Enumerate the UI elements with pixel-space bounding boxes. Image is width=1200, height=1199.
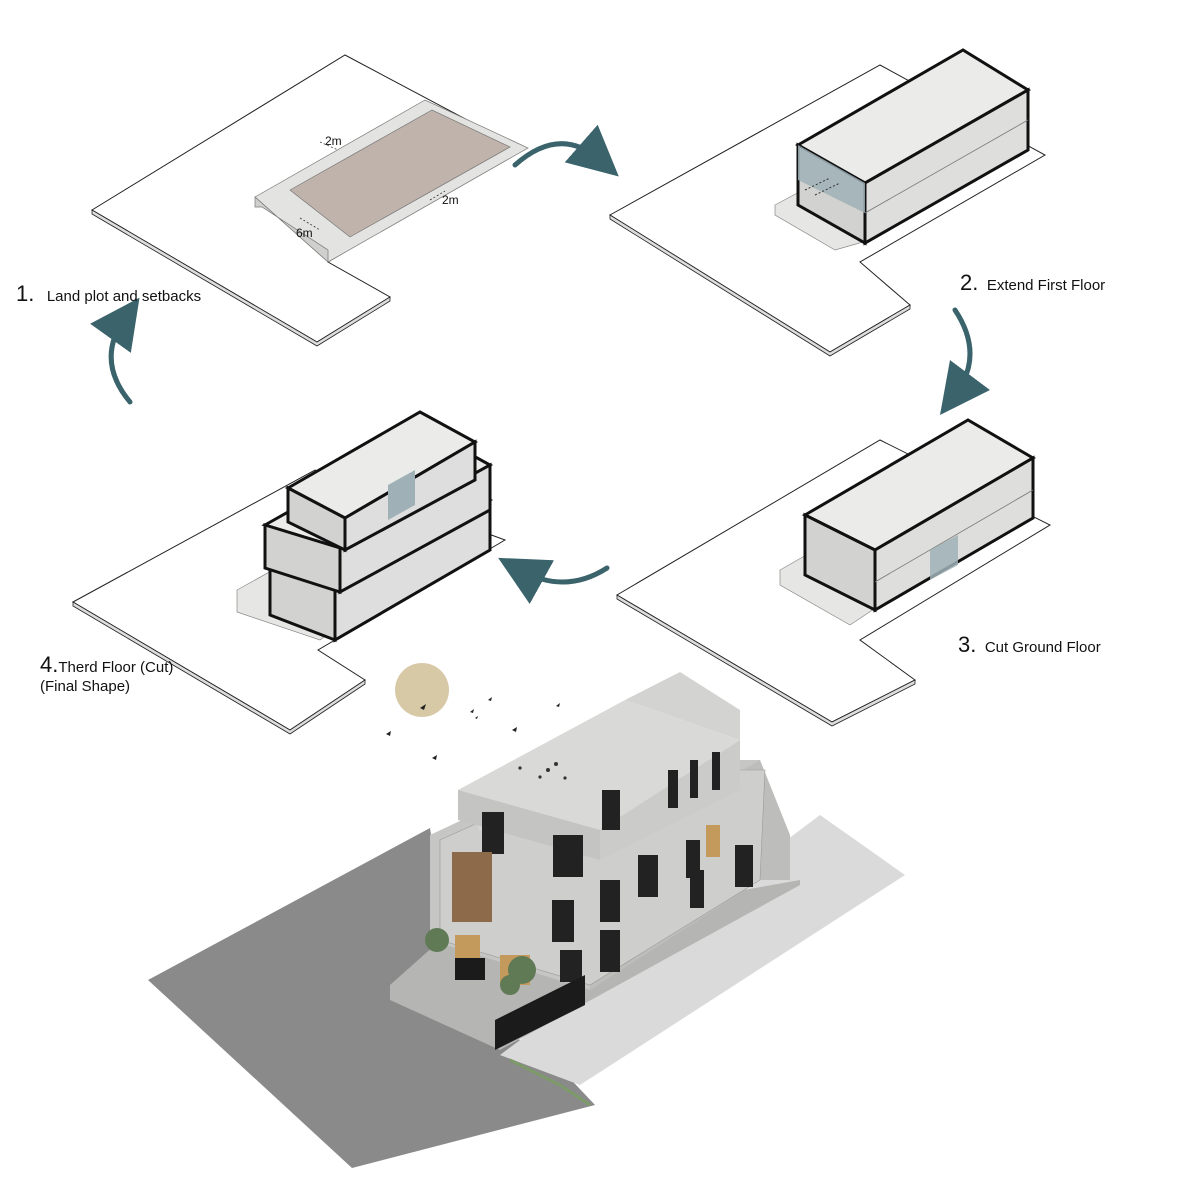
- road: [148, 828, 595, 1168]
- step-4-label: 4.Therd Floor (Cut): [40, 652, 173, 678]
- land-plot-thickness: [91, 209, 391, 347]
- cycle-arrows: [90, 124, 990, 604]
- cycle-arrow-icon: [90, 297, 140, 405]
- final-building-render: [148, 672, 905, 1168]
- step-1-plot-diagram: [91, 54, 529, 347]
- dimension-label-front: 6m: [296, 226, 313, 240]
- step-number: 4.: [40, 652, 59, 677]
- bird-icon: [518, 762, 567, 780]
- dimension-label-right: 2m: [442, 193, 459, 207]
- step-number: 2.: [960, 270, 979, 295]
- cycle-arrow-icon: [498, 557, 610, 604]
- dimension-label-top: 2m: [325, 134, 342, 148]
- cycle-arrow-icon: [940, 307, 990, 416]
- windows: [482, 752, 753, 982]
- step-2-diagram: [609, 48, 1047, 357]
- tree-icon: [425, 928, 536, 995]
- step-1-label: 1. Land plot and setbacks: [16, 281, 201, 307]
- building-shadow: [500, 815, 905, 1085]
- wood-screen: [452, 852, 492, 922]
- setback-edge: [254, 196, 329, 263]
- sun-icon: [395, 663, 449, 717]
- cut-glass: [388, 470, 415, 520]
- bird-icon: [386, 697, 560, 760]
- step-2-label: 2. Extend First Floor: [960, 270, 1105, 296]
- wood-panel: [706, 825, 720, 857]
- step-4-diagram: [71, 410, 507, 735]
- block-front: [803, 512, 877, 613]
- step-text: Therd Floor (Cut): [58, 659, 174, 676]
- buildable-area: [289, 109, 511, 238]
- step-text: Land plot and setbacks: [46, 288, 202, 305]
- extension-glass: [798, 145, 865, 213]
- grass-strip: [509, 1058, 591, 1107]
- cut-glass: [930, 535, 958, 580]
- step-number: 3.: [958, 632, 977, 657]
- step-text: Extend First Floor: [986, 277, 1106, 294]
- step-text: Cut Ground Floor: [984, 639, 1101, 656]
- step-4-sublabel: (Final Shape): [40, 678, 131, 695]
- cycle-arrow-icon: [512, 124, 619, 177]
- black-fence: [495, 975, 585, 1050]
- step-3-diagram: [616, 418, 1052, 727]
- step-number: 1.: [16, 281, 35, 306]
- step-3-label: 3. Cut Ground Floor: [958, 632, 1101, 658]
